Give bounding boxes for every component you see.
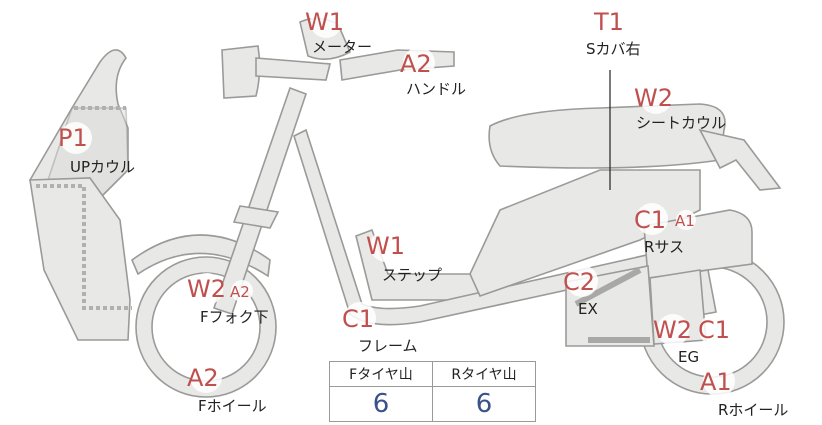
rear-tread-header: Rタイヤ山 [432, 361, 536, 387]
label-meter: メーター [312, 38, 372, 56]
grade-engine: W2 C1 [653, 314, 731, 346]
label-frame: フレーム [358, 337, 418, 355]
grade-front-fork-text: W2 [187, 275, 226, 303]
label-engine: EG [678, 348, 699, 366]
grade-front-fork: W2 A2 [187, 273, 253, 305]
grade-rear-suspension-text: C1 [634, 206, 666, 234]
grade-handle: A2 [400, 47, 435, 79]
grade-front-wheel: A2 [187, 361, 222, 393]
label-handle: ハンドル [406, 80, 466, 98]
label-rear-wheel: Rホイール [718, 401, 788, 419]
grade-front-wheel-text: A2 [187, 364, 219, 392]
seat-cowl-shape [698, 128, 782, 191]
grade-meter-text: W1 [305, 8, 344, 36]
grade-up-cowl: P1 [58, 122, 92, 154]
front-tread-value: 6 [329, 386, 433, 422]
grade-rear-wheel-text: A1 [700, 368, 732, 396]
grade-handle-text: A2 [400, 50, 432, 78]
label-exhaust: EX [578, 300, 598, 318]
grade-frame-text: C1 [342, 305, 374, 333]
grade-seat-cowl-text: W2 [634, 84, 673, 112]
front-fork-shape [212, 86, 308, 316]
label-s-cover: Sカバ右 [586, 40, 641, 58]
grade-step-text: W1 [366, 232, 405, 260]
grade-engine-text: W2 [653, 316, 692, 344]
lower-cowl-shape [29, 177, 131, 341]
grade-up-cowl-text: P1 [58, 124, 88, 152]
label-step: ステップ [382, 266, 442, 284]
grade-front-fork-sub: A2 [230, 283, 250, 301]
grade-meter: W1 [305, 6, 344, 38]
front-tread-header: Fタイヤ山 [329, 361, 433, 387]
up-cowl-seam [36, 106, 132, 310]
label-rear-suspension: Rサス [644, 238, 684, 256]
label-seat-cowl: シートカウル [636, 114, 726, 132]
grade-exhaust: C2 [563, 265, 598, 297]
exhaust-pipe [574, 267, 650, 343]
label-up-cowl: UPカウル [70, 158, 135, 176]
rear-suspension-shape [643, 209, 753, 279]
grade-rear-suspension: C1 A1 [634, 203, 696, 235]
headlight-shape [221, 45, 261, 99]
fork-brace-shape [232, 205, 280, 229]
grade-s-cover-text: T1 [593, 8, 624, 36]
grade-frame: C1 [342, 302, 376, 334]
grade-rear-suspension-sub: A1 [675, 212, 695, 230]
rear-tread-value: 6 [432, 386, 536, 422]
tire-tread-table: Fタイヤ山 Rタイヤ山 6 6 [329, 361, 536, 422]
label-front-wheel: Fホイール [198, 397, 267, 415]
grade-rear-wheel: A1 [700, 365, 735, 397]
grade-step: W1 [366, 230, 405, 262]
label-front-fork: Fフォク下 [200, 308, 269, 326]
handle-bar-shape [255, 57, 332, 81]
grade-s-cover: T1 [593, 6, 627, 38]
body-side-shape [469, 169, 701, 297]
grade-seat-cowl: W2 [634, 82, 673, 114]
grade-engine-sub: C1 [698, 316, 730, 344]
grade-exhaust-text: C2 [563, 268, 595, 296]
